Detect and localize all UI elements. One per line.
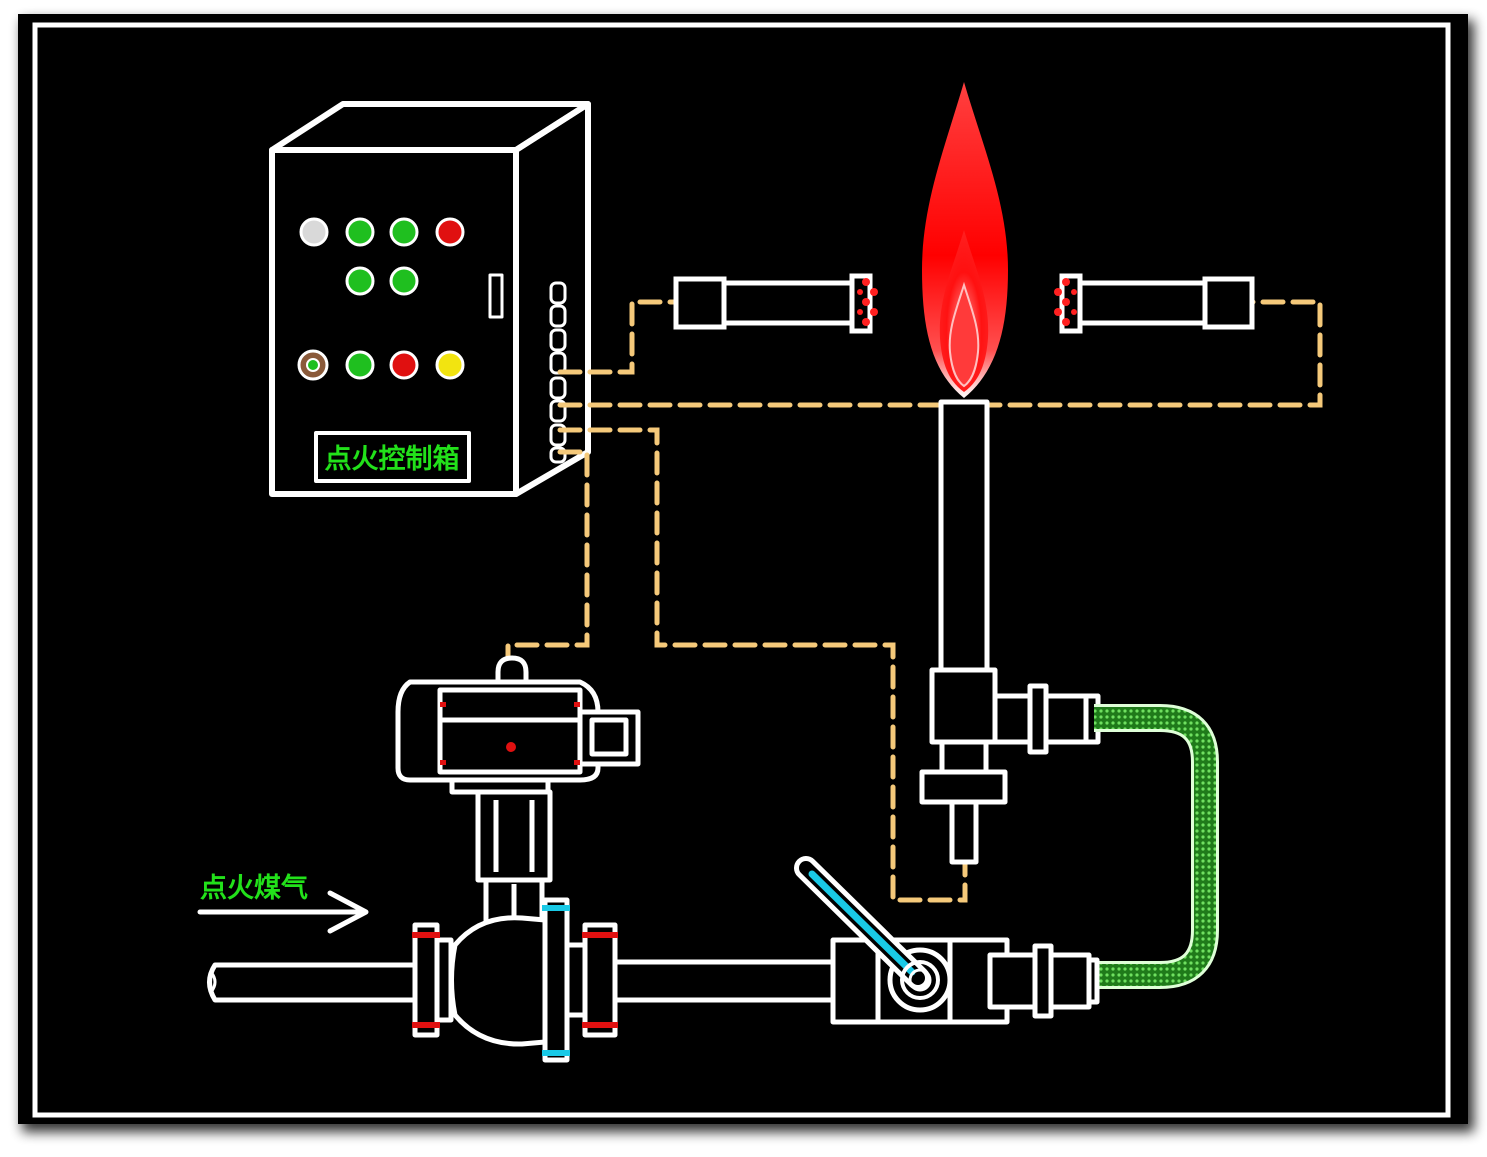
indicator-lamp-icon [299,217,329,247]
indicator-lamp-icon [345,350,375,380]
flange-markers [412,905,618,1056]
diagram-border [32,22,1451,1118]
indicator-lamp-icon [345,266,375,296]
valve-handle [794,856,940,1000]
indicator-lamp-icon [435,350,465,380]
indicator-lamps [297,217,465,381]
gas-pipeline [207,897,836,1063]
arrow-right-icon [197,890,369,934]
pneumatic-actuator [395,655,641,933]
gas-inlet-label: 点火煤气 [200,873,308,904]
right-igniter-spark [1054,278,1077,326]
flame-icon [922,82,1008,398]
flexible-hose [1094,704,1219,989]
burner-assembly [919,399,1101,865]
control-box-label: 点火控制箱 [325,443,460,475]
left-igniter-spark [857,278,878,326]
left-igniter [673,273,873,334]
right-igniter [1059,273,1255,334]
diagram-background [18,14,1468,1124]
indicator-lamp-icon [435,217,465,247]
indicator-lamp-icon [345,217,375,247]
indicator-lamp-icon [389,266,419,296]
indicator-lamp-icon [389,217,419,247]
indicator-lamp-icon [389,350,419,380]
